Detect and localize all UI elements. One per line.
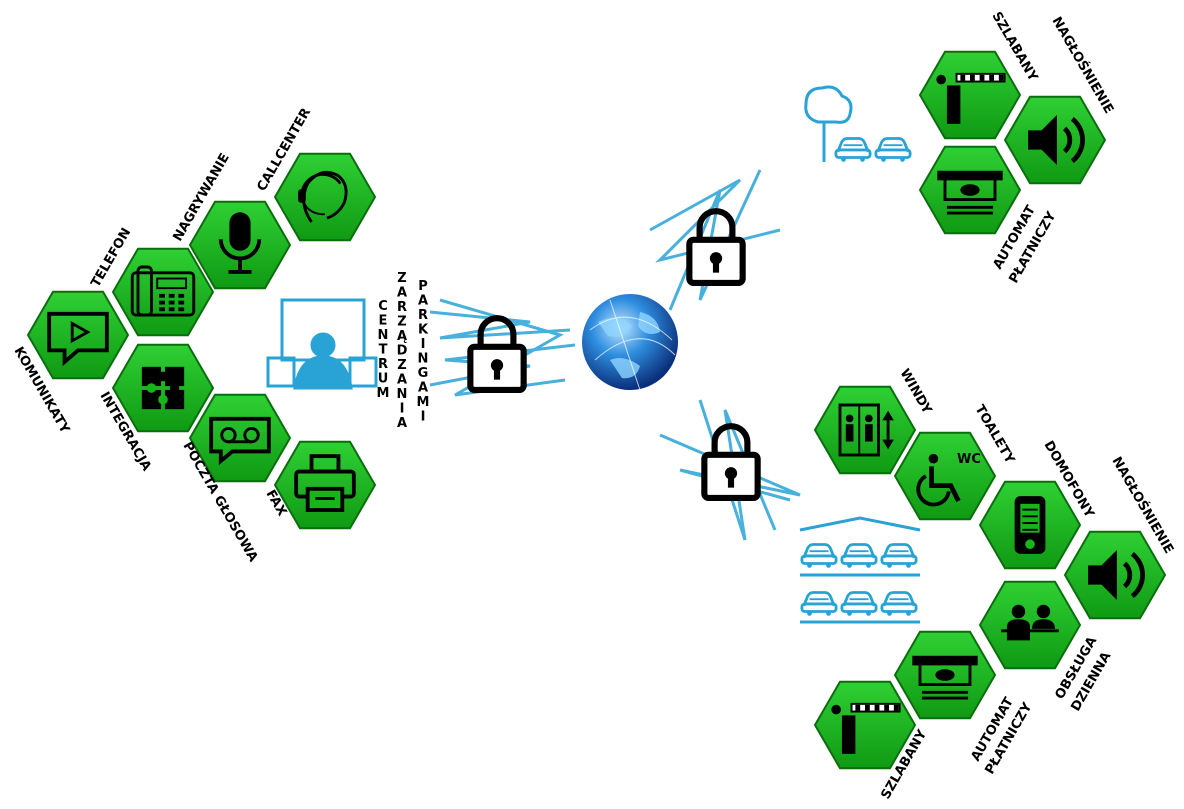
hex-tiles [26, 50, 1167, 770]
hex-bottom-wheelchair-wc-icon [893, 431, 997, 521]
vertical-label-letter: N [397, 387, 408, 402]
vertical-label-letter: D [397, 344, 408, 359]
vertical-label-letter: G [418, 366, 429, 381]
headset-icon [298, 170, 348, 223]
vertical-label-letter: I [421, 410, 426, 425]
vertical-label-letter: A [418, 294, 428, 309]
voicemail-icon [209, 416, 271, 466]
microphone-icon [218, 212, 262, 274]
printer-icon [294, 454, 356, 512]
hex-bottom-staff-icon [978, 580, 1082, 670]
vertical-label-letter: N [378, 328, 389, 343]
vertical-label-letter: K [418, 323, 429, 338]
hex-microphone-icon [188, 200, 292, 290]
hex-bottom-speaker-icon [1063, 530, 1167, 620]
vertical-label-letter: U [378, 372, 389, 387]
vertical-label-letter: P [418, 279, 428, 294]
vertical-label-letter: R [397, 300, 407, 315]
hex-voicemail-icon [188, 393, 292, 483]
vertical-label-letter: Z [397, 358, 406, 373]
vertical-label-letter: A [397, 373, 407, 388]
intercom-icon [1014, 496, 1046, 554]
hex-puzzle-icon [111, 343, 215, 433]
globe-icon [582, 294, 678, 391]
cash-machine-icon [912, 655, 978, 700]
vertical-label-letter: N [418, 352, 429, 367]
hex-bottom-intercom-icon [978, 480, 1082, 570]
speaker-icon [1088, 550, 1145, 600]
hex-video-message-icon [26, 290, 130, 380]
wheelchair-wc-icon [916, 453, 961, 507]
hex-bottom-elevator-icon [813, 385, 917, 475]
hex-top-barrier-icon [918, 50, 1022, 140]
vertical-label-letter: M [377, 386, 390, 401]
staff-icon [1001, 604, 1059, 641]
vertical-label-letter: Z [397, 271, 406, 286]
hex-headset-icon [273, 152, 377, 242]
video-message-icon [47, 311, 109, 367]
outdoor-parking-icon [804, 85, 912, 162]
barrier-icon [831, 702, 901, 754]
speaker-icon [1028, 115, 1085, 165]
vertical-label-letter: I [421, 337, 426, 352]
vertical-label-letter: A [397, 416, 407, 431]
vertical-label-letter: A [397, 286, 407, 301]
desk-phone-icon [130, 265, 196, 317]
hex-printer-icon [273, 440, 377, 530]
elevator-icon [838, 403, 894, 457]
garage-parking-icon [799, 516, 921, 624]
vertical-label-letter: E [379, 314, 388, 329]
hex-bottom-barrier-icon [813, 680, 917, 770]
vertical-label-letter: R [378, 357, 388, 372]
lock-icon-top [689, 211, 742, 283]
puzzle-icon [141, 366, 185, 410]
vertical-label-letter: C [378, 299, 388, 314]
vertical-label-letter: M [417, 395, 430, 410]
vertical-label-letter: Z [397, 315, 406, 330]
vertical-label-letter: I [400, 402, 405, 417]
hex-top-cash-machine-icon [918, 145, 1022, 235]
hex-desk-phone-icon [111, 247, 215, 337]
hex-top-speaker-icon [1003, 95, 1107, 185]
vertical-label-letter: Ą [397, 329, 407, 344]
vertical-label-letter: R [418, 308, 428, 323]
barrier-icon [936, 72, 1006, 124]
cash-machine-icon [937, 170, 1003, 215]
lock-icon-bottom [704, 426, 757, 498]
vertical-label-letter: T [379, 343, 388, 358]
hex-bottom-cash-machine-icon [893, 630, 997, 720]
operator-workstation-icon [266, 298, 378, 390]
wc-badge: WC [957, 452, 981, 467]
vertical-label-letter: A [418, 381, 428, 396]
